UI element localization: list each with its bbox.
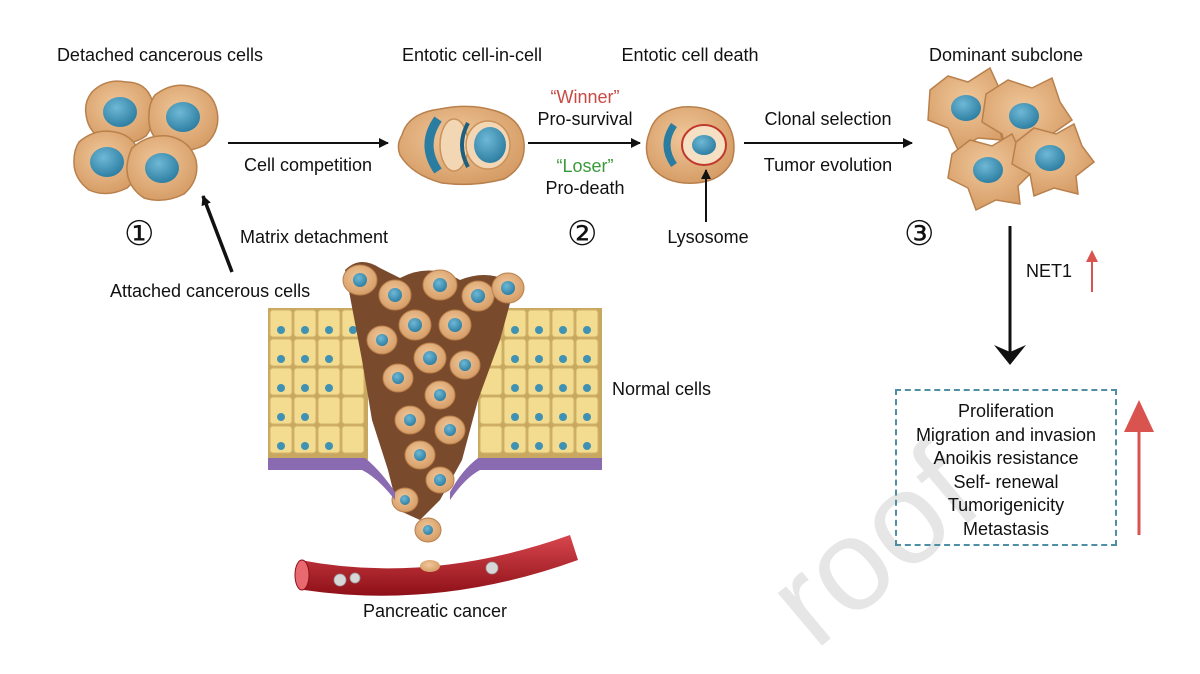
detached-cell-cluster: [73, 80, 219, 201]
outcome-item: Self- renewal: [953, 471, 1059, 492]
label-attached-cells: Attached cancerous cells: [110, 281, 311, 301]
step-3-marker: ③: [904, 214, 935, 254]
step-1-marker: ①: [124, 214, 155, 254]
label-clonal-selection: Clonal selection: [764, 109, 892, 129]
outcome-item: Migration and invasion: [915, 424, 1097, 445]
pancreatic-tissue: [268, 261, 602, 596]
label-pro-death: Pro-death: [545, 178, 625, 198]
label-dominant-subclone: Dominant subclone: [928, 45, 1084, 65]
label-loser: “Loser”: [556, 156, 614, 176]
outcomes-box: Proliferation Migration and invasion Ano…: [895, 389, 1117, 546]
label-entotic-cell-death: Entotic cell death: [621, 45, 759, 65]
outcome-item: Metastasis: [962, 518, 1050, 539]
outcome-item: Anoikis resistance: [933, 448, 1079, 468]
outcomes-up-arrow-icon: [1124, 400, 1154, 535]
label-winner: “Winner”: [550, 87, 620, 107]
outcome-item: Proliferation: [957, 401, 1055, 421]
arrow-net1-down: [994, 226, 1026, 365]
cell-in-cell: [397, 105, 525, 186]
blood-vessel: [300, 535, 578, 596]
outcome-item: Tumorigenicity: [947, 495, 1065, 515]
label-normal-cells: Normal cells: [612, 379, 712, 399]
step-2-marker: ②: [567, 214, 598, 254]
label-cell-competition: Cell competition: [243, 155, 373, 175]
label-matrix-detachment: Matrix detachment: [240, 227, 389, 247]
diagram: roof: [56, 45, 1154, 673]
dominant-subclone-cluster: [927, 66, 1096, 212]
label-pro-survival: Pro-survival: [537, 109, 633, 129]
label-detached-cells: Detached cancerous cells: [56, 45, 264, 65]
label-entotic-cell-in-cell: Entotic cell-in-cell: [401, 45, 543, 65]
net1-up-arrow-icon: [1086, 250, 1098, 292]
label-pancreatic-cancer: Pancreatic cancer: [362, 601, 508, 621]
label-net1: NET1: [1026, 261, 1073, 281]
label-lysosome: Lysosome: [667, 227, 749, 247]
entotic-death-cell: [645, 106, 735, 184]
tumor-cells: [342, 264, 525, 543]
illustration: [73, 66, 1154, 596]
arrow-matrix-detachment: [201, 195, 234, 273]
label-tumor-evolution: Tumor evolution: [763, 155, 893, 175]
